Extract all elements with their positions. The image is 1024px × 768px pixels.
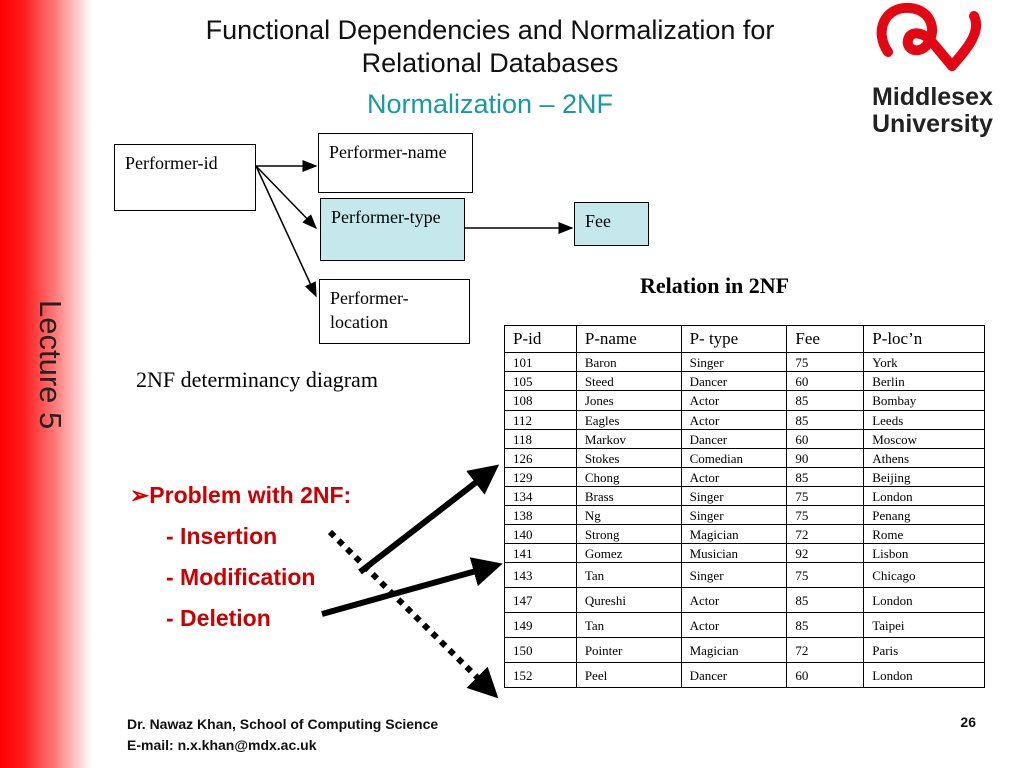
table-cell: Paris (863, 637, 985, 663)
relation-title: Relation in 2NF (640, 273, 790, 298)
table-cell: Taipei (863, 612, 985, 638)
table-cell: 138 (504, 505, 577, 525)
fee-box: Fee (574, 202, 649, 246)
table-cell: London (863, 662, 985, 688)
table-cell: Actor (680, 587, 788, 613)
table-cell: Moscow (863, 429, 985, 449)
table-cell: Actor (680, 612, 788, 638)
table-cell: Ng (575, 505, 682, 525)
col-header: P-loc’n (863, 325, 985, 353)
arrow-id-to-type (255, 165, 318, 230)
modification-arrow (321, 557, 503, 617)
deletion-arrow (327, 529, 499, 699)
lecture-label: Lecture 5 (33, 300, 68, 430)
performer-name-box: Performer-name (318, 133, 473, 193)
problem-heading: ➢Problem with 2NF: (130, 482, 352, 508)
table-cell: Peel (575, 662, 682, 688)
title-line-1: Functional Dependencies and Normalizatio… (205, 15, 775, 45)
table-cell: Magician (680, 637, 788, 663)
title-line-2: Relational Databases (361, 48, 619, 78)
col-header: P-id (504, 325, 577, 353)
problem-deletion: - Deletion (166, 605, 271, 631)
slide-title: Functional Dependencies and Normalizatio… (130, 14, 850, 80)
bullet-arrow-icon: ➢ (130, 482, 150, 508)
performer-type-box: Performer-type (320, 198, 465, 261)
table-cell: 85 (786, 467, 865, 487)
insertion-arrow (358, 464, 500, 575)
footer: Dr. Nawaz Khan, School of Computing Scie… (127, 714, 438, 756)
table-cell: 60 (786, 662, 865, 688)
table-cell: London (863, 587, 985, 613)
col-header: P- type (680, 325, 788, 353)
table-cell: Qureshi (575, 587, 682, 613)
problem-modification: - Modification (166, 564, 316, 590)
table-cell: Lisbon (863, 543, 985, 563)
problem-list: ➢Problem with 2NF: - Insertion - Modific… (130, 475, 351, 639)
arrow-id-to-location (255, 165, 317, 298)
table-cell: Actor (680, 410, 788, 430)
table-cell: Magician (680, 524, 788, 544)
red-sidebar (0, 0, 92, 768)
performer-id-box: Performer-id (114, 144, 256, 211)
university-name: Middlesex University (872, 83, 993, 138)
table-cell: Penang (863, 505, 985, 525)
col-header: P-name (575, 325, 682, 353)
table-cell: Markov (575, 429, 682, 449)
table-cell: 60 (786, 429, 865, 449)
table-cell: 72 (786, 637, 865, 663)
page-number: 26 (960, 714, 976, 730)
table-cell: Singer (680, 352, 788, 372)
performer-location-box: Performer-location (319, 279, 470, 344)
footer-email: E-mail: n.x.khan@mdx.ac.uk (127, 737, 317, 753)
table-cell: 75 (786, 562, 865, 588)
table-cell: 141 (504, 543, 577, 563)
table-cell: Strong (575, 524, 682, 544)
table-cell: 118 (504, 429, 577, 449)
table-cell: 143 (504, 562, 577, 588)
problem-insertion: - Insertion (166, 523, 278, 549)
middlesex-logo-icon (876, 2, 981, 71)
footer-author: Dr. Nawaz Khan, School of Computing Scie… (127, 716, 439, 732)
table-cell: 152 (504, 662, 577, 688)
table-cell: Tan (575, 612, 682, 638)
diagram-caption: 2NF determinancy diagram (136, 367, 378, 392)
table-cell: 85 (786, 612, 865, 638)
table-cell: 85 (786, 410, 865, 430)
table-cell: Brass (575, 486, 682, 506)
slide-subtitle: Normalization – 2NF (366, 89, 614, 119)
table-cell: Dancer (680, 662, 788, 688)
table-cell: Tan (575, 562, 682, 588)
